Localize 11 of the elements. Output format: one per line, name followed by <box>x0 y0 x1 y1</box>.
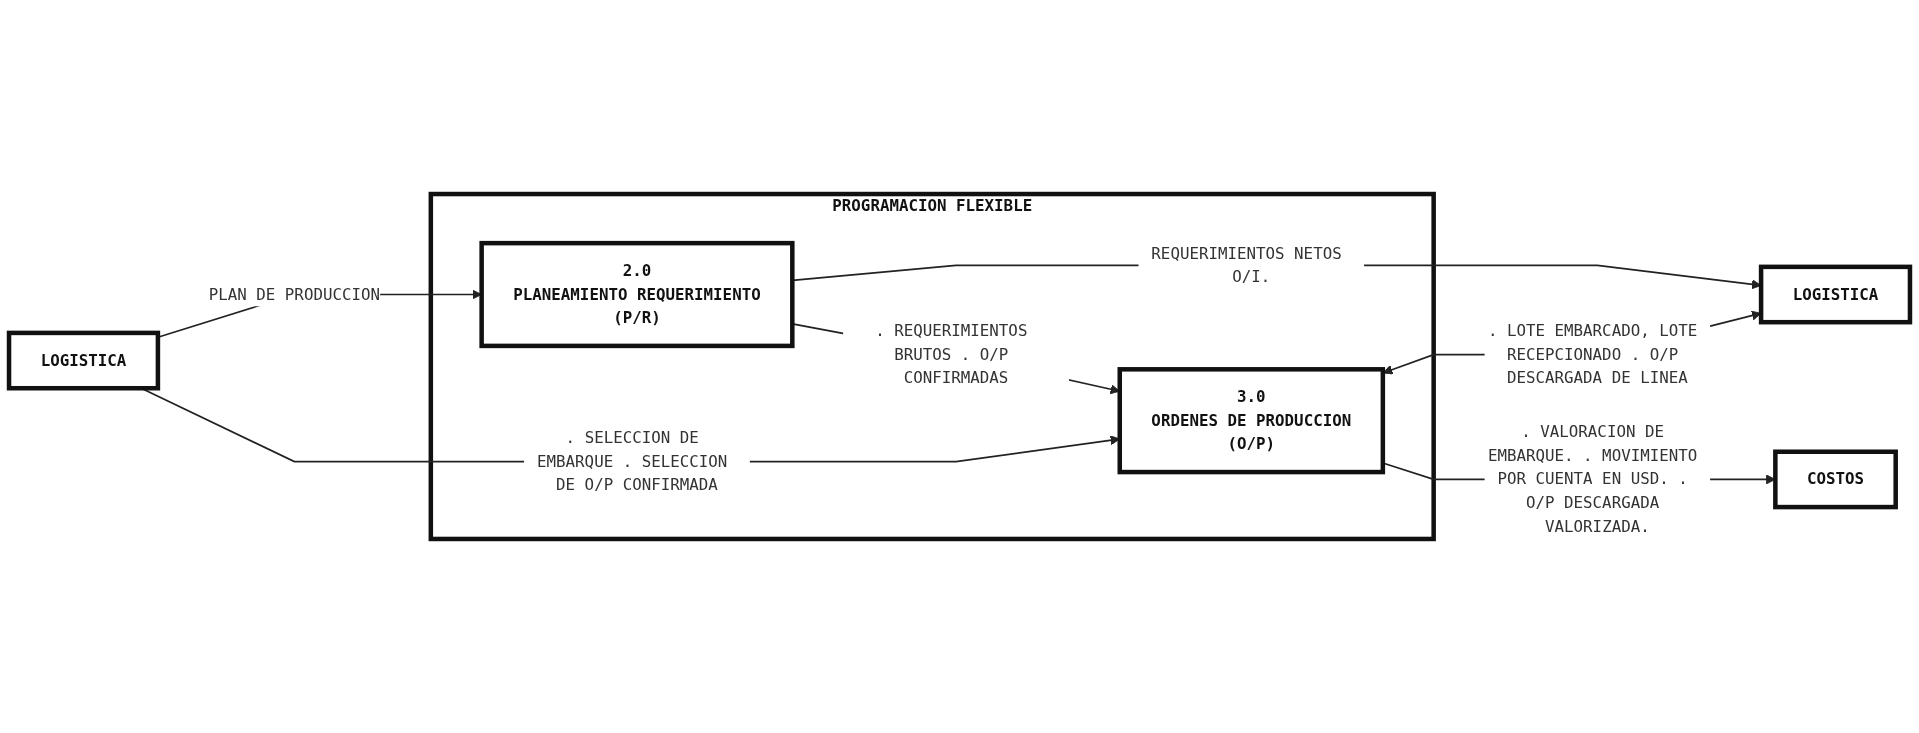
node-box: 3.0 ORDENES DE PRODUCCION (O/P) <box>1117 367 1386 475</box>
node-box: COSTOS <box>1773 449 1898 510</box>
node-box: LOGISTICA <box>6 330 161 391</box>
node-box: LOGISTICA <box>1758 264 1913 325</box>
edge-label: . REQUERIMIENTOS BRUTOS . O/P CONFIRMADAS <box>875 321 1028 387</box>
edge-label: PLAN DE PRODUCCION <box>208 284 381 303</box>
node-box: 2.0 PLANEAMIENTO REQUERIMIENTO (P/R) <box>479 240 795 349</box>
edge-label: . LOTE EMBARCADO, LOTE RECEPCIONADO . O/P DESCARGADA DE LINEA <box>1487 321 1698 387</box>
edge-label: REQUERIMIENTOS NETOS O/I. <box>1151 243 1342 286</box>
edge-label: . VALORACION DE EMBARQUE. . MOVIMIENTO POR CUENTA EN USD. . O/P DESCARGADA VALORIZADA. <box>1487 422 1698 536</box>
edge-label: . SELECCION DE EMBARQUE . SELECCION DE O/P CONFIRMADA <box>537 428 728 494</box>
